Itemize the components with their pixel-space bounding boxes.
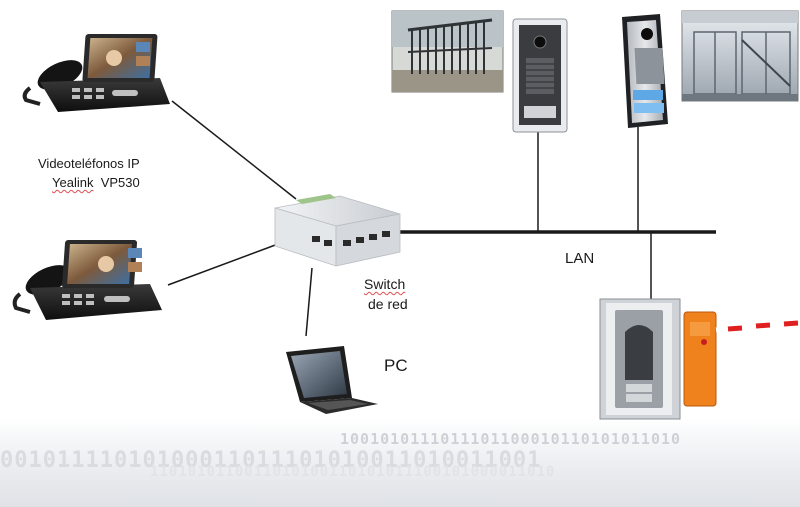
- binary-background-band: [0, 418, 800, 507]
- automatic-door-photo-icon: [681, 10, 799, 102]
- switch-label-line2: de red: [368, 296, 408, 312]
- link-phone2-switch: [167, 243, 279, 286]
- ip-video-phone-icon: [22, 34, 170, 112]
- connection-links: [167, 100, 716, 337]
- phones-brand-label: Yealink: [52, 175, 94, 190]
- switch-label-word: Switch: [364, 276, 406, 292]
- phones-model-number: VP530: [100, 175, 140, 190]
- door-intercom-panel-icon: [512, 18, 568, 133]
- link-phone1-switch: [171, 100, 297, 200]
- switch-label: Switch: [364, 276, 405, 292]
- ip-video-phone-icon: [12, 240, 162, 320]
- binary-background-text: 1101010110011010100110101011100101000011…: [150, 464, 556, 480]
- pc-label: PC: [384, 356, 408, 375]
- link-switch-pc: [305, 267, 313, 337]
- phones-model-label: Yealink VP530: [52, 175, 140, 190]
- sliding-gate-photo-icon: [391, 10, 504, 93]
- binary-background-text: 1001010111011101100010110101011010: [340, 430, 682, 448]
- lan-label: LAN: [565, 250, 595, 267]
- binary-background-text: 00101111010100011011101010011010011001: [0, 448, 542, 473]
- parking-barrier-icon: [599, 298, 800, 420]
- network-switch-icon: [274, 194, 401, 267]
- phones-label: Videoteléfonos IP: [38, 156, 140, 171]
- door-intercom-panel-icon: [622, 14, 668, 128]
- laptop-pc-icon: [286, 346, 378, 414]
